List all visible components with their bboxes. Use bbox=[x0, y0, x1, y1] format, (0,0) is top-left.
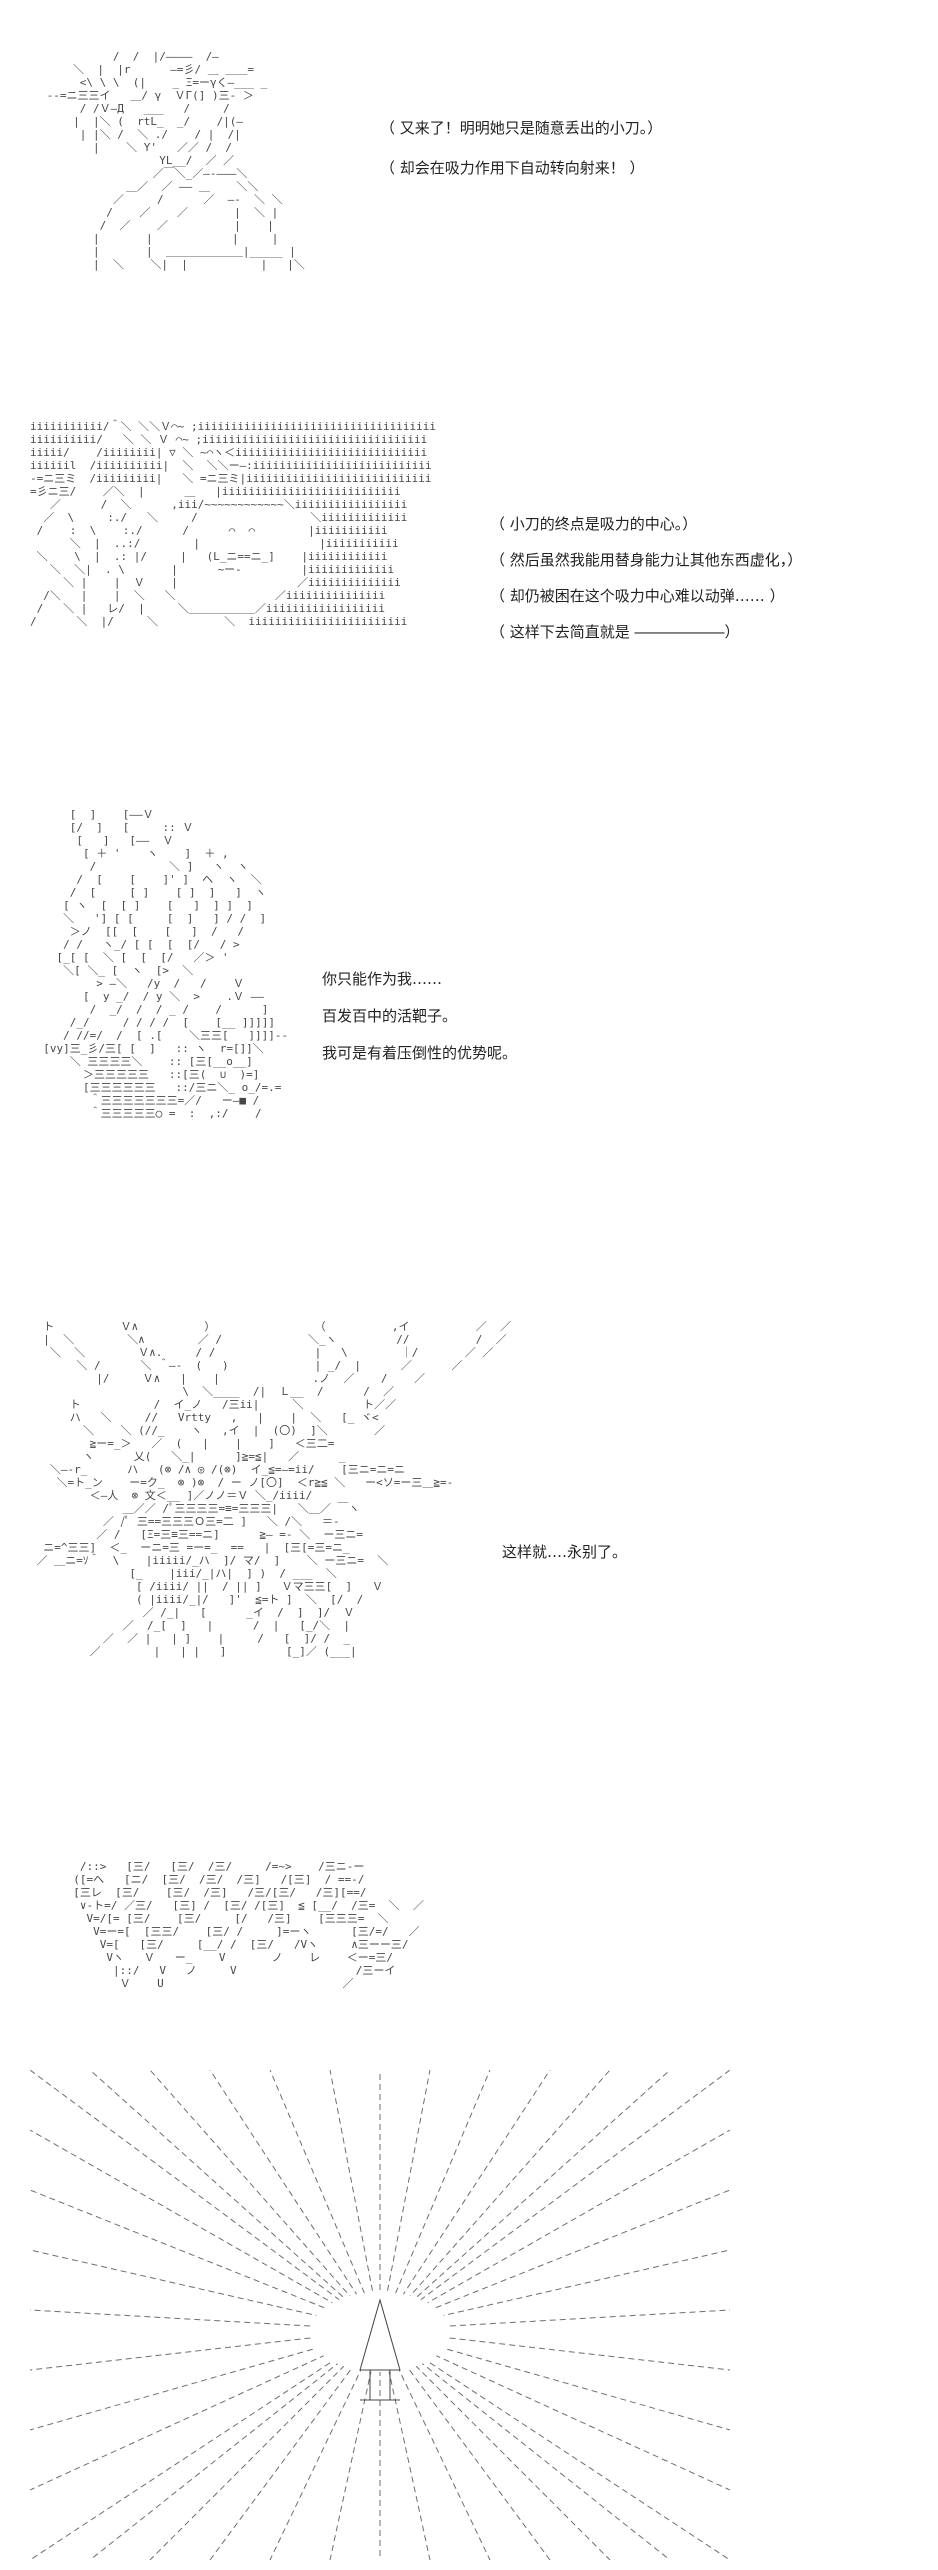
narration-line: （ 却仍被困在这个吸力中心难以动弹‥‥‥ ） bbox=[490, 587, 785, 605]
narration-line: （ 又来了！明明她只是随意丢出的小刀。） bbox=[380, 119, 663, 137]
dialogue-line: 我可是有着压倒性的优势呢。 bbox=[322, 1044, 518, 1062]
panel-5 bbox=[0, 2060, 938, 2560]
dialogue-line: 百发百中的活靶子。 bbox=[322, 1007, 458, 1025]
panel-2: iiiiiiiiiii/＾＼ ＼＼Ｖ⌒~ ;iiiiiiiiiiiiiiiiii… bbox=[0, 420, 938, 780]
ascii-art-standing-figure: [ ] [――Ｖ [/ ] [ :: Ｖ [ ] [―― Ｖ [ ＋ ' ヽ ]… bbox=[43, 808, 289, 1120]
panel-3: [ ] [――Ｖ [/ ] [ :: Ｖ [ ] [―― Ｖ [ ＋ ' ヽ ]… bbox=[0, 800, 938, 1280]
panel-1: / / |/―――― /― ＼ | |r ―=彡/ ＿ ＿＿= <\ \ \ (… bbox=[0, 40, 938, 380]
panel-4: ト Ｖ∧ ） （ ,イ ／ ／ | ＼ ＼∧ ／ / ＼_ヽ // / ／ ＼ … bbox=[0, 1320, 938, 2060]
narration-line: （ 这样下去简直就是 ――――――） bbox=[490, 623, 740, 641]
ascii-art-effect-lines: /::> [三/ [三/ /三/ /=~> /三ニ-ー ([=へ [ニ/ [三/… bbox=[73, 1860, 424, 1990]
ascii-art-face: iiiiiiiiiii/＾＼ ＼＼Ｖ⌒~ ;iiiiiiiiiiiiiiiiii… bbox=[30, 420, 436, 628]
dialogue-line: 你只能作为我‥‥‥ bbox=[322, 970, 443, 988]
narration-text: （ 又来了！明明她只是随意丢出的小刀。） （ 却会在吸力作用下自动转向射来！ ） bbox=[380, 108, 662, 188]
narration-line: （ 小刀的终点是吸力的中心。） bbox=[490, 515, 698, 533]
narration-text: （ 小刀的终点是吸力的中心。） （ 然后虽然我能用替身能力让其他东西虚化，） （… bbox=[490, 506, 802, 650]
ascii-art-beast-figure: ト Ｖ∧ ） （ ,イ ／ ／ | ＼ ＼∧ ／ / ＼_ヽ // / ／ ＼ … bbox=[36, 1320, 511, 1658]
speed-lines-burst bbox=[30, 2070, 730, 2560]
ascii-art-figure: / / |/―――― /― ＼ | |r ―=彡/ ＿ ＿＿= <\ \ \ (… bbox=[46, 50, 305, 271]
narration-line: （ 然后虽然我能用替身能力让其他东西虚化，） bbox=[490, 551, 803, 569]
dialogue-text: 这样就‥‥永别了。 bbox=[502, 1542, 627, 1562]
narration-line: （ 却会在吸力作用下自动转向射来！ ） bbox=[380, 159, 645, 177]
dialogue-text: 你只能作为我‥‥‥ 百发百中的活靶子。 我可是有着压倒性的优势呢。 bbox=[322, 961, 517, 1072]
dialogue-line: 这样就‥‥永别了。 bbox=[502, 1543, 628, 1561]
